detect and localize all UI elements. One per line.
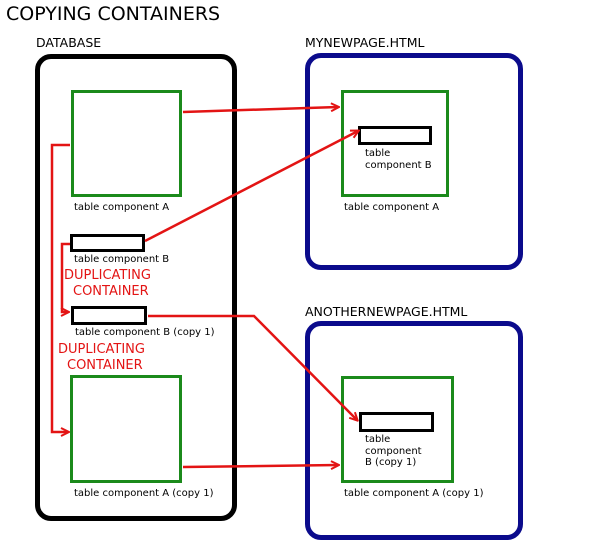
- duplicating-container-label-1: DUPLICATING CONTAINER: [64, 268, 151, 299]
- page2-label: ANOTHERNEWPAGE.HTML: [305, 304, 468, 319]
- page2-table-component-a-copy-label: table component A (copy 1): [344, 488, 484, 499]
- page2-table-component-a-copy: [341, 376, 454, 483]
- db-table-component-a-label: table component A: [74, 202, 170, 213]
- page2-box: [305, 321, 523, 540]
- db-table-component-b: [70, 234, 145, 252]
- arrow-db-a-to-page1-a: [182, 107, 338, 114]
- database-box: [35, 54, 237, 521]
- arrow-db-b-to-page1-b: [144, 131, 358, 243]
- page1-label: MYNEWPAGE.HTML: [305, 35, 425, 50]
- arrow-duplicate-b: [62, 242, 70, 312]
- page2-table-component-b-copy-label: table component B (copy 1): [365, 434, 422, 469]
- db-table-component-a-copy: [70, 375, 182, 483]
- database-label: DATABASE: [36, 35, 102, 50]
- db-table-component-a-copy-label: table component A (copy 1): [74, 488, 214, 499]
- duplicating-container-1-line-2: CONTAINER: [73, 283, 149, 299]
- db-table-component-a: [71, 90, 182, 197]
- page1-box: [305, 53, 523, 270]
- diagram-title: COPYING CONTAINERS: [6, 3, 221, 25]
- arrow-db-a-copy-to-page2: [182, 465, 338, 467]
- page1-table-component-b-line-2: component B: [365, 159, 432, 171]
- page1-table-component-b-label: table component B: [365, 148, 432, 171]
- duplicating-container-label-2: DUPLICATING CONTAINER: [58, 342, 145, 373]
- db-table-component-b-copy-label: table component B (copy 1): [75, 327, 215, 338]
- page2-table-component-b-copy-line-1: table: [365, 434, 391, 445]
- page1-table-component-a-label: table component A: [344, 202, 440, 213]
- arrow-duplicate-a: [50, 143, 70, 432]
- db-table-component-b-copy: [71, 306, 147, 325]
- duplicating-container-2-line-2: CONTAINER: [67, 357, 143, 373]
- page1-table-component-b-line-1: table: [365, 148, 391, 159]
- duplicating-container-1-line-1: DUPLICATING: [64, 268, 151, 283]
- page2-table-component-b-copy-line-3: B (copy 1): [365, 457, 417, 468]
- page2-table-component-b-copy: [359, 412, 434, 432]
- page1-table-component-a: [341, 90, 449, 197]
- arrow-db-b-copy-to-page2: [148, 314, 357, 420]
- db-table-component-b-label: table component B: [74, 254, 170, 265]
- page2-table-component-b-copy-line-2: component: [365, 445, 422, 457]
- duplicating-container-2-line-1: DUPLICATING: [58, 342, 145, 357]
